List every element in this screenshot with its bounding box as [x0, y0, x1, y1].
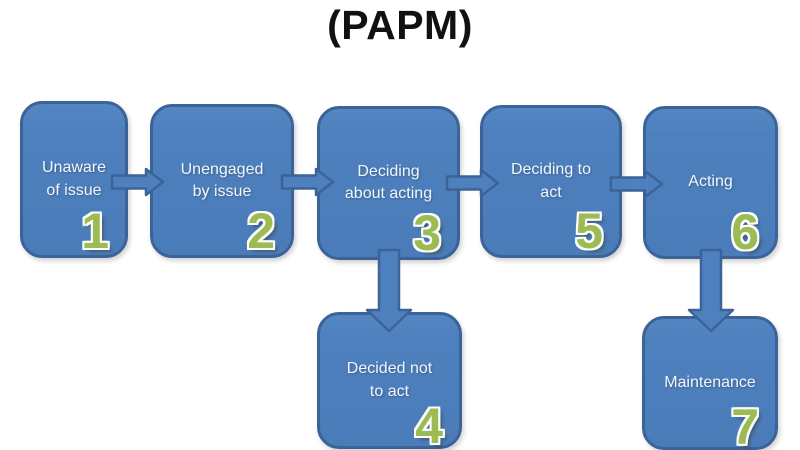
stage-label: Maintenance [664, 373, 756, 391]
stage-number: 1 [81, 202, 109, 259]
stage-number: 4 [415, 397, 443, 450]
stage-label: Unengaged by issue [180, 160, 264, 200]
stage-label: Decided not to act [346, 360, 433, 400]
stage-box-decided-not-to-act: Decided not to act 4 [317, 312, 462, 450]
stage-number: 2 [247, 202, 275, 259]
stage-box-unaware-of-issue: Unaware of issue 1 [20, 101, 128, 258]
stage-box-unengaged-by-issue: Unengaged by issue 2 [150, 104, 294, 258]
stage-label: Unaware of issue [41, 159, 107, 199]
stage-box-acting: Acting 6 [643, 106, 778, 259]
stage-label: Deciding about acting [344, 162, 433, 202]
stage-number: 3 [413, 204, 441, 261]
stage-label: Acting [688, 173, 733, 191]
stage-box-deciding-to-act: Deciding to act 5 [480, 105, 622, 258]
stage-number: 7 [731, 398, 759, 450]
stage-box-maintenance: Maintenance 7 [642, 316, 778, 450]
stage-label: Deciding to act [510, 161, 592, 201]
diagram-title: (PAPM) [327, 2, 473, 48]
stage-number: 5 [575, 202, 603, 259]
stage-number: 6 [731, 203, 759, 260]
stage-box-deciding-about-acting: Deciding about acting 3 [317, 106, 460, 260]
